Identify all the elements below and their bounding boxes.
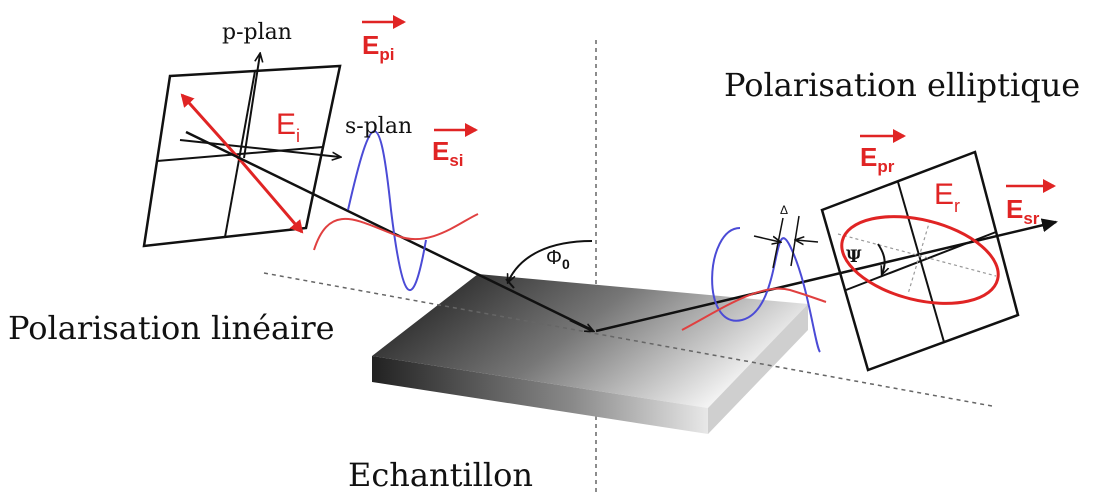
linear-polarisation-label: Polarisation linéaire (8, 309, 335, 347)
E-r-label: Er (934, 178, 960, 216)
incident-field-arrow (180, 93, 244, 164)
incidence-angle-label: Φ0 (546, 247, 570, 272)
delta-label: Δ (780, 203, 788, 217)
reflected-polarisation-ellipse (840, 215, 1000, 305)
incident-wave-red (313, 213, 479, 251)
incident-polarisation-frame (142, 64, 342, 248)
sample-label: Echantillon (348, 456, 533, 494)
reflected-polarisation-frame (820, 150, 1020, 372)
incident-wave-blue (347, 130, 427, 292)
psi-angle-arc (877, 243, 885, 274)
s-plan-label: s-plan (345, 114, 412, 139)
reflected-beam (595, 218, 1058, 333)
incident-beam (185, 130, 593, 332)
incident-field-arrow (240, 161, 304, 234)
E-sr-label: Esr (1006, 194, 1040, 228)
p-plan-axis-arrow (243, 54, 260, 159)
reflected-wave-red (681, 287, 827, 331)
E-si-label: Esi (432, 136, 464, 170)
incidence-angle-arc-tick (505, 278, 515, 289)
phase-shift-delta-marker (753, 215, 819, 269)
p-plan-label: p-plan (222, 20, 292, 45)
E-pi-label: Epi (362, 30, 394, 64)
reflected-wave-blue (711, 227, 821, 353)
incidence-angle-arc (508, 240, 593, 282)
elliptic-polarisation-label: Polarisation elliptique (724, 66, 1080, 104)
incident-beam-arrow (569, 318, 593, 331)
E-i-label: Ei (276, 108, 300, 146)
psi-label: Ψ (846, 247, 862, 267)
E-pr-label: Epr (860, 142, 895, 176)
horizontal-dashed-line (263, 272, 993, 407)
